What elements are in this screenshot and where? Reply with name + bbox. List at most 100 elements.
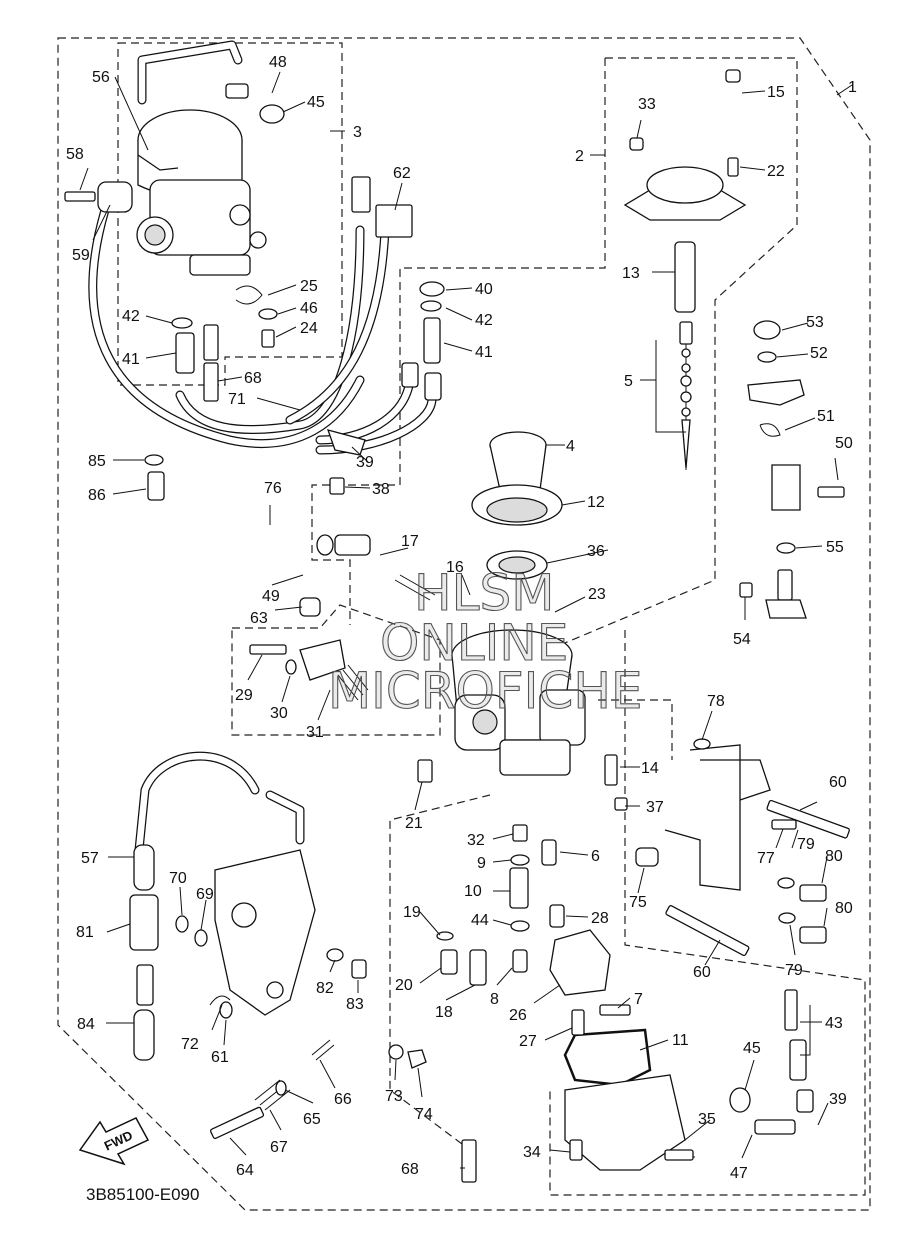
callout-18: 18 — [435, 1004, 453, 1021]
watermark-line-1: HLSM — [414, 564, 554, 622]
callout-41-right: 41 — [475, 344, 493, 361]
callout-70: 70 — [169, 870, 187, 887]
fwd-arrow-icon: FWD — [78, 1117, 150, 1166]
callout-10: 10 — [464, 883, 482, 900]
callout-54: 54 — [733, 631, 751, 648]
callout-1: 1 — [848, 79, 857, 96]
callout-68-upper: 68 — [244, 370, 262, 387]
watermark: HLSM ONLINE MICROFICHE — [327, 563, 643, 720]
callout-43: 43 — [825, 1015, 843, 1032]
callout-53: 53 — [806, 314, 824, 331]
callout-46: 46 — [300, 300, 318, 317]
float-bowl-parts — [461, 929, 814, 1183]
callout-40: 40 — [475, 281, 493, 298]
cable-bracket-parts — [635, 738, 850, 957]
dashed-group-outlines — [57, 37, 871, 1211]
callout-65: 65 — [303, 1111, 321, 1128]
callout-69: 69 — [196, 886, 214, 903]
callout-41-left: 41 — [122, 351, 140, 368]
watermark-line-2: ONLINE — [380, 614, 568, 672]
callout-66: 66 — [334, 1091, 352, 1108]
callout-23: 23 — [588, 586, 606, 603]
callout-50: 50 — [835, 435, 853, 452]
callout-35: 35 — [698, 1111, 716, 1128]
callout-80-upper: 80 — [825, 848, 843, 865]
callout-21: 21 — [405, 815, 423, 832]
callout-38: 38 — [372, 481, 390, 498]
diagram-code: 3B85100-E090 — [86, 1185, 199, 1204]
callout-72: 72 — [181, 1036, 199, 1053]
callout-77: 77 — [757, 850, 775, 867]
carburetor-body — [451, 629, 586, 776]
callout-75: 75 — [629, 894, 647, 911]
callout-17: 17 — [401, 533, 419, 550]
callout-32: 32 — [467, 832, 485, 849]
callout-68-lower: 68 — [401, 1161, 419, 1178]
callout-80-lower: 80 — [835, 900, 853, 917]
leader-lines — [79, 71, 853, 1169]
callout-39-lower: 39 — [829, 1091, 847, 1108]
callout-47: 47 — [730, 1165, 748, 1182]
callout-15: 15 — [767, 84, 785, 101]
callout-56: 56 — [92, 69, 110, 86]
callout-63: 63 — [250, 610, 268, 627]
callout-36: 36 — [587, 543, 605, 560]
callout-42-left: 42 — [122, 308, 140, 325]
callout-22: 22 — [767, 163, 785, 180]
callout-71: 71 — [228, 391, 246, 408]
callout-20: 20 — [395, 977, 413, 994]
callout-3: 3 — [353, 124, 362, 141]
callout-79-upper: 79 — [797, 836, 815, 853]
callout-62: 62 — [393, 165, 411, 182]
callout-57: 57 — [81, 850, 99, 867]
callout-85: 85 — [88, 453, 106, 470]
callout-60-upper: 60 — [829, 774, 847, 791]
callout-64: 64 — [236, 1162, 254, 1179]
callout-26: 26 — [509, 1007, 527, 1024]
callout-31: 31 — [306, 724, 324, 741]
callout-76: 76 — [264, 480, 282, 497]
callout-5: 5 — [624, 373, 633, 390]
callout-81: 81 — [76, 924, 94, 941]
callout-51: 51 — [817, 408, 835, 425]
callout-16: 16 — [446, 559, 464, 576]
callout-78: 78 — [707, 693, 725, 710]
callout-45-lower: 45 — [743, 1040, 761, 1057]
callout-48: 48 — [269, 54, 287, 71]
callout-44: 44 — [471, 912, 489, 929]
callout-9: 9 — [477, 855, 486, 872]
callout-55: 55 — [826, 539, 844, 556]
callout-86: 86 — [88, 487, 106, 504]
callout-45-upper: 45 — [307, 94, 325, 111]
small-parts-upper — [64, 83, 445, 501]
callout-28: 28 — [591, 910, 609, 927]
callout-73: 73 — [385, 1088, 403, 1105]
callout-60-lower: 60 — [693, 964, 711, 981]
callout-11: 11 — [672, 1032, 689, 1049]
callout-82: 82 — [316, 980, 334, 997]
callout-30: 30 — [270, 705, 288, 722]
callout-39-upper: 39 — [356, 454, 374, 471]
callout-61: 61 — [211, 1049, 229, 1066]
callout-27: 27 — [519, 1033, 537, 1050]
callout-24: 24 — [300, 320, 318, 337]
callout-29: 29 — [235, 687, 253, 704]
callout-6: 6 — [591, 848, 600, 865]
callout-42-right: 42 — [475, 312, 493, 329]
diaphragm-piston-parts — [471, 69, 747, 580]
callout-49: 49 — [262, 588, 280, 605]
callout-59: 59 — [72, 247, 90, 264]
callout-25: 25 — [300, 278, 318, 295]
callout-2: 2 — [575, 148, 584, 165]
watermark-line-3: MICROFICHE — [328, 662, 643, 720]
callout-4: 4 — [566, 438, 575, 455]
callout-7: 7 — [634, 991, 643, 1008]
callout-52: 52 — [810, 345, 828, 362]
callout-19: 19 — [403, 904, 421, 921]
callout-33: 33 — [638, 96, 656, 113]
callout-79-lower: 79 — [785, 962, 803, 979]
bracket-and-filter-parts — [129, 844, 427, 1140]
callout-labels: 1 2 3 4 5 6 7 8 9 10 11 12 13 14 15 16 1… — [66, 54, 857, 1182]
callout-83: 83 — [346, 996, 364, 1013]
